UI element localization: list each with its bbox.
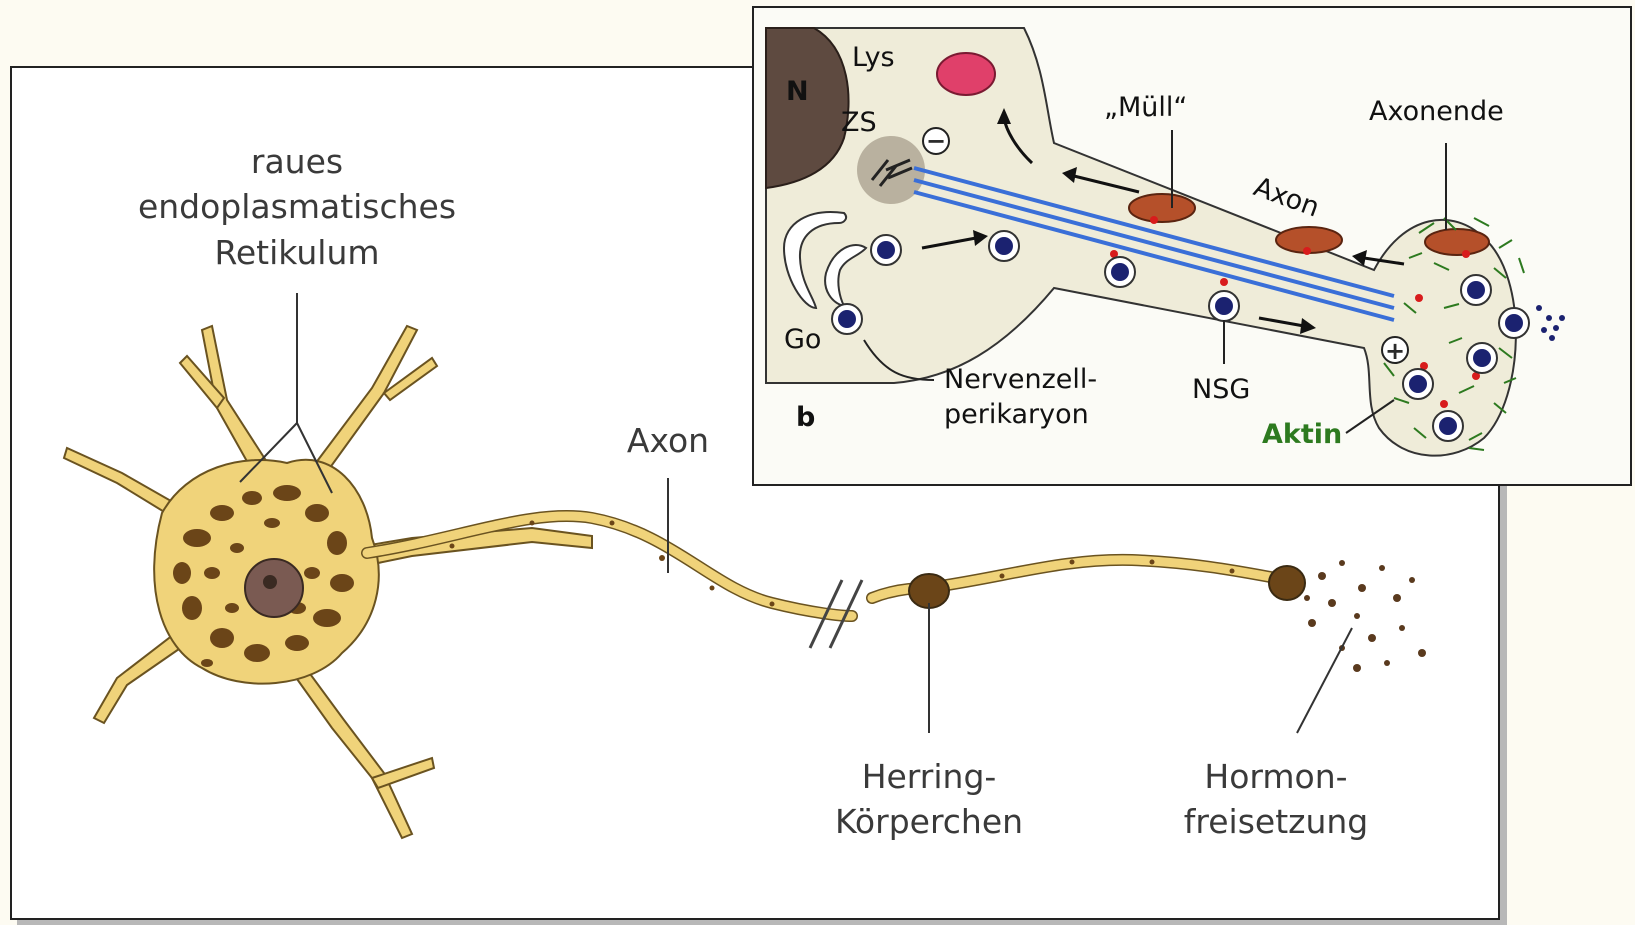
- label-axonende: Axonende: [1369, 96, 1504, 127]
- label-zs: ZS: [841, 107, 877, 138]
- label-perikaryon-2: perikaryon: [944, 399, 1089, 430]
- exocytosis-dots: [1536, 305, 1565, 341]
- label-lys: Lys: [852, 42, 895, 73]
- label-go: Go: [784, 324, 821, 355]
- label-n: N: [786, 76, 809, 107]
- plus-sign: +: [1385, 337, 1405, 365]
- label-aktin: Aktin: [1262, 419, 1342, 450]
- nucleolus: [263, 575, 277, 589]
- label-muell: „Müll“: [1104, 92, 1187, 123]
- axon-label: Axon: [627, 421, 709, 460]
- label-nsg: NSG: [1192, 374, 1250, 405]
- rer-label-line2: endoplasmatisches: [138, 187, 456, 226]
- label-axon-b: Axon: [1250, 171, 1324, 223]
- panel-letter-b: b: [796, 402, 815, 433]
- axonal-transport-panel: N ZS − Lys: [752, 6, 1632, 486]
- hormone-label-line1: Hormon-: [1204, 757, 1347, 796]
- minus-sign: −: [926, 127, 946, 155]
- rer-label-line1: raues: [251, 142, 343, 181]
- axon-terminal: [1269, 566, 1305, 600]
- herring-body: [909, 574, 949, 608]
- label-perikaryon-1: Nervenzell-: [944, 364, 1097, 395]
- axonal-transport-drawing: N ZS − Lys: [754, 8, 1634, 488]
- nucleus: [245, 559, 303, 617]
- herring-label-line1: Herring-: [862, 757, 997, 796]
- lysosome: [937, 53, 995, 95]
- hormone-granules: [1304, 560, 1426, 672]
- herring-label-line2: Körperchen: [835, 802, 1023, 841]
- hormone-label-line2: freisetzung: [1184, 802, 1368, 841]
- rer-label-line3: Retikulum: [214, 233, 379, 272]
